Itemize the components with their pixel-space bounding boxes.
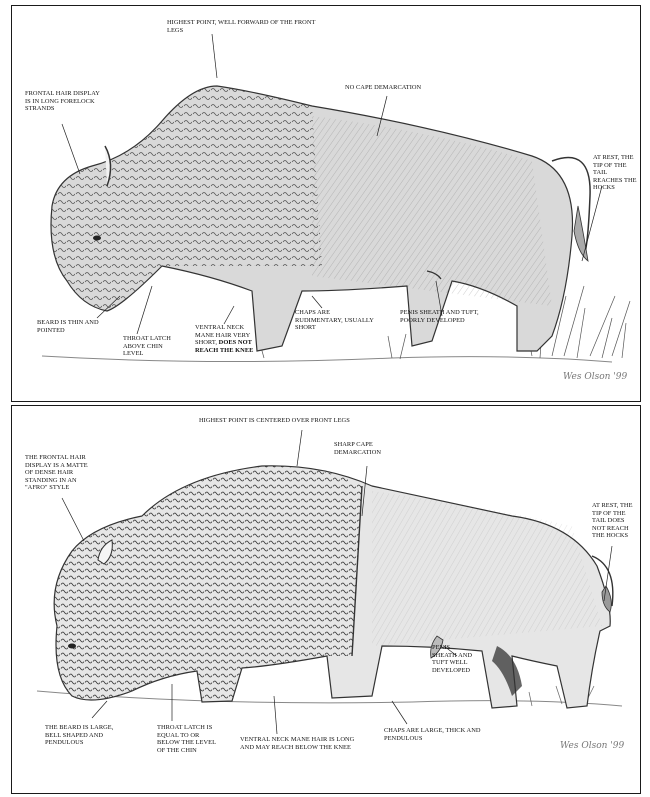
label-no-cape: NO CAPE DEMARCATION — [345, 84, 455, 92]
artist-signature: Wes Olson '99 — [563, 372, 627, 382]
label-chaps: CHAPS ARE RUDIMENTARY, USUALLY SHORT — [295, 309, 375, 332]
label-throat-latch: THROAT LATCH IS EQUAL TO OR BELOW THE LE… — [157, 724, 219, 754]
label-ventral-neck: VENTRAL NECK MANE HAIR VERY SHORT, DOES … — [195, 324, 263, 354]
label-penis-sheath: PENIS SHEATH AND TUFT, POORLY DEVELOPED — [400, 309, 480, 324]
label-beard: THE BEARD IS LARGE, BELL SHAPED AND PEND… — [45, 724, 130, 747]
label-beard: BEARD IS THIN AND POINTED — [37, 319, 107, 334]
label-highest-point: HIGHEST POINT IS CENTERED OVER FRONT LEG… — [199, 417, 429, 425]
plains-bison-body — [54, 466, 613, 708]
artist-signature: Wes Olson '99 — [560, 741, 624, 751]
wood-bison-illustration — [12, 6, 640, 401]
label-penis-sheath: PENIS SHEATH AND TUFT WELL DEVELOPED — [432, 644, 474, 674]
label-ventral-neck: VENTRAL NECK MANE HAIR IS LONG AND MAY R… — [240, 736, 360, 751]
label-throat-latch: THROAT LATCH ABOVE CHIN LEVEL — [123, 335, 181, 358]
label-chaps: CHAPS ARE LARGE, THICK AND PENDULOUS — [384, 727, 499, 742]
label-frontal-hair: THE FRONTAL HAIR DISPLAY IS A MATTE OF D… — [25, 454, 97, 492]
label-tail: AT REST, THE TIP OF THE TAIL REACHES THE… — [593, 154, 638, 192]
wood-bison-panel: HIGHEST POINT, WELL FORWARD OF THE FRONT… — [11, 5, 641, 402]
label-sharp-cape: SHARP CAPE DEMARCATION — [334, 441, 396, 456]
label-highest-point: HIGHEST POINT, WELL FORWARD OF THE FRONT… — [167, 19, 317, 34]
label-tail: AT REST, THE TIP OF THE TAIL DOES NOT RE… — [592, 502, 638, 540]
plains-bison-panel: HIGHEST POINT IS CENTERED OVER FRONT LEG… — [11, 405, 641, 794]
label-frontal-hair: FRONTAL HAIR DISPLAY IS IN LONG FORELOCK… — [25, 90, 100, 113]
